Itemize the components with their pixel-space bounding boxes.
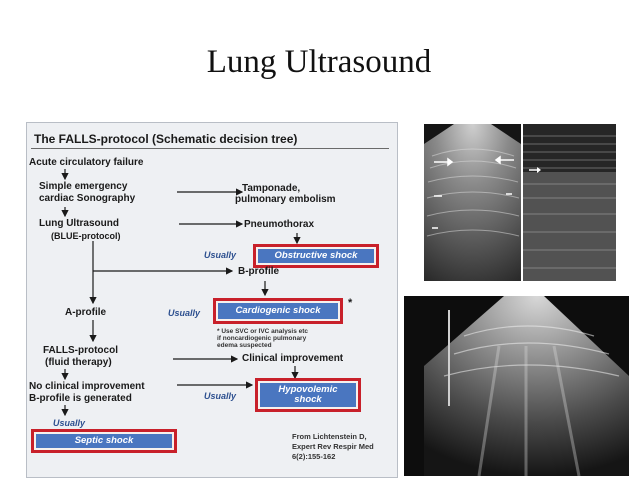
node-no-improvement: No clinical improvement xyxy=(29,381,145,392)
citation-line-1: From Lichtenstein D, xyxy=(292,432,367,441)
node-pulmonary-embolism: pulmonary embolism xyxy=(235,194,336,205)
cardiogenic-shock-box: Cardiogenic shock xyxy=(213,298,343,324)
heading-rule xyxy=(31,148,389,149)
note-line-3: edema suspected xyxy=(217,342,272,349)
node-pneumothorax: Pneumothorax xyxy=(244,219,315,230)
usually-label-hypovolemic: Usually xyxy=(204,391,237,401)
hypovolemic-shock-box: Hypovolemic shock xyxy=(255,378,361,412)
node-a-profile: A-profile xyxy=(65,307,107,318)
ultrasound-image-lung xyxy=(404,296,629,476)
node-tamponade: Tamponade, xyxy=(242,183,301,194)
ultrasound-image-mmode xyxy=(523,124,616,281)
citation-line-2: Expert Rev Respir Med xyxy=(292,442,374,451)
ultrasound-image-bmode xyxy=(424,124,521,281)
note-line-2: if noncardiogenic pulmonary xyxy=(217,335,307,342)
note-line-1: * Use SVC or IVC analysis etc xyxy=(217,328,309,335)
septic-shock-box: Septic shock xyxy=(31,429,177,453)
usually-label-septic: Usually xyxy=(53,418,86,428)
hypovolemic-shock-label: Hypovolemic shock xyxy=(260,383,356,407)
citation-line-3: 6(2):155-162 xyxy=(292,452,336,461)
node-lung-ultrasound: Lung Ultrasound xyxy=(39,218,119,229)
node-clinical-improvement: Clinical improvement xyxy=(242,353,344,364)
node-falls-protocol: FALLS-protocol xyxy=(43,345,118,356)
falls-protocol-figure: The FALLS-protocol (Schematic decision t… xyxy=(26,122,398,478)
obstructive-shock-box: Obstructive shock xyxy=(253,244,379,268)
flow-arrows xyxy=(61,169,301,417)
asterisk-mark: * xyxy=(348,297,353,309)
usually-label-cardiogenic: Usually xyxy=(168,308,201,318)
usually-label-obstructive: Usually xyxy=(204,250,237,260)
node-simple-emergency: Simple emergency xyxy=(39,181,128,192)
node-fluid-therapy: (fluid therapy) xyxy=(45,357,112,368)
node-acute-failure: Acute circulatory failure xyxy=(29,157,144,168)
node-b-profile-generated: B-profile is generated xyxy=(29,393,132,404)
obstructive-shock-label: Obstructive shock xyxy=(258,249,374,263)
septic-shock-label: Septic shock xyxy=(36,434,172,448)
slide-title: Lung Ultrasound xyxy=(206,44,432,80)
node-cardiac-sonography: cardiac Sonography xyxy=(39,193,136,204)
figure-heading: The FALLS-protocol (Schematic decision t… xyxy=(34,132,298,146)
node-blue-protocol: (BLUE-protocol) xyxy=(51,231,121,241)
cardiogenic-shock-label: Cardiogenic shock xyxy=(218,303,338,319)
node-b-profile: B-profile xyxy=(238,266,280,277)
